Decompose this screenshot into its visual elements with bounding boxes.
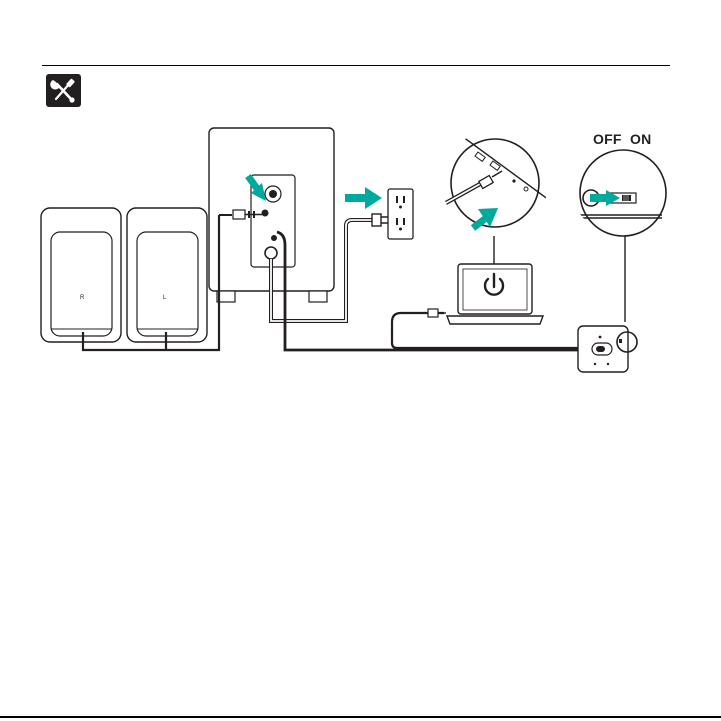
control-pod bbox=[578, 326, 637, 372]
on-label: ON bbox=[630, 131, 651, 147]
speaker-right: R bbox=[41, 208, 121, 342]
laptop-port-zoom bbox=[440, 120, 560, 228]
off-label: OFF bbox=[593, 131, 622, 147]
laptop bbox=[447, 264, 543, 324]
speaker-right-label: R bbox=[80, 295, 85, 301]
bottom-rule bbox=[0, 716, 721, 718]
speaker-left: L bbox=[127, 208, 207, 342]
wall-outlet bbox=[388, 189, 413, 239]
power-switch-zoom bbox=[570, 150, 666, 236]
